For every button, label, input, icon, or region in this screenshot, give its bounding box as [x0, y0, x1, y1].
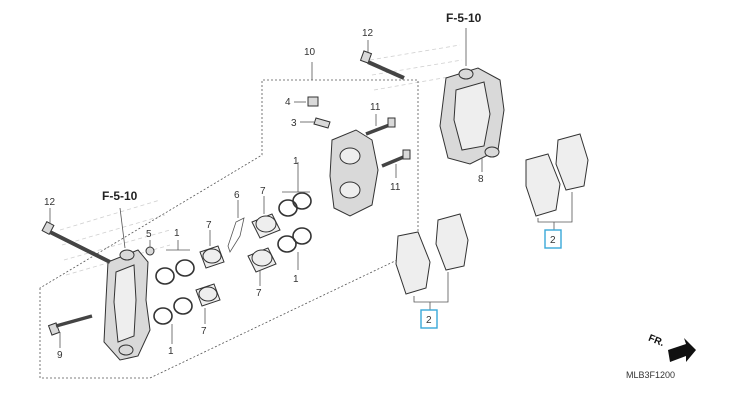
piston-center-bottom [247, 247, 277, 273]
callout-7-left-top: 7 [206, 220, 212, 231]
pad-spring-6 [227, 217, 245, 253]
piston-left-bottom [195, 283, 221, 307]
pin-bolt-9 [47, 314, 93, 336]
callout-3: 3 [291, 118, 297, 129]
callout-7-left-bottom: 7 [201, 326, 207, 337]
callout-2-center: 2 [426, 315, 432, 326]
callout-9: 9 [57, 350, 63, 361]
caliper-assembly-outline [39, 62, 419, 379]
piston-left-top [199, 245, 225, 269]
callout-4: 4 [285, 97, 291, 108]
caliper-half-disassembled [329, 129, 379, 217]
reference-label-left: F-5-10 [102, 189, 138, 203]
seal-ring-center-top [278, 192, 312, 217]
figure-code: MLB3F1200 [626, 370, 675, 380]
reference-label-right: F-5-10 [446, 11, 482, 25]
callout-11-upper: 11 [370, 102, 381, 113]
caliper-bolt-left [41, 221, 111, 264]
callout-5: 5 [146, 229, 152, 240]
bleeder-valve-4 [307, 96, 319, 107]
leader-lines [49, 28, 483, 348]
bleeder-cap-5 [145, 246, 155, 256]
seal-ring-left-bottom [153, 297, 193, 325]
callout-2-center-box: 2 [420, 309, 438, 329]
seal-ring-center-bottom [277, 227, 312, 253]
callout-2-right: 2 [550, 235, 556, 246]
caliper-bolt-right [359, 50, 405, 80]
callout-1-left-top: 1 [174, 228, 180, 239]
callout-8: 8 [478, 174, 484, 185]
brake-pad-set-center [395, 213, 469, 310]
callout-labels: 12 12 10 4 3 11 11 8 1 1 1 1 7 7 7 7 6 5… [44, 28, 484, 361]
left-caliper [103, 249, 151, 361]
callout-7-center-top: 7 [260, 186, 266, 197]
front-direction-arrow [668, 338, 696, 362]
callout-12-left: 12 [44, 197, 56, 208]
piston-center-top [251, 213, 281, 239]
callout-1-center-top: 1 [293, 156, 299, 167]
direction-label: FR. [647, 333, 666, 349]
bleeder-screw-3 [313, 117, 331, 129]
caliper-bolt-11-upper [365, 117, 396, 136]
caliper-bolt-11-lower [381, 149, 411, 168]
callout-10: 10 [304, 47, 316, 58]
callout-2-right-box: 2 [544, 229, 562, 249]
seal-ring-left-top [155, 259, 195, 285]
callout-7-center-bottom: 7 [256, 288, 262, 299]
callout-11-lower: 11 [390, 182, 401, 193]
callout-1-left-bottom: 1 [168, 346, 174, 357]
callout-12-right: 12 [362, 28, 374, 39]
brake-pad-set-right [525, 133, 589, 230]
right-caliper [439, 67, 505, 165]
callout-1-center-bottom: 1 [293, 274, 299, 285]
callout-6: 6 [234, 190, 240, 201]
